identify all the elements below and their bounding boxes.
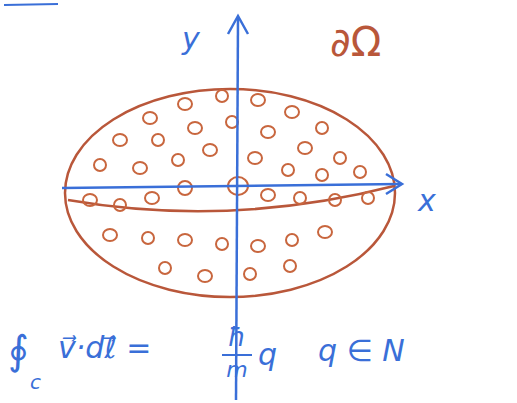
vortex xyxy=(248,152,262,164)
vortex xyxy=(103,229,117,241)
vortex xyxy=(286,234,298,246)
vortex xyxy=(316,169,328,181)
vortex xyxy=(178,181,192,195)
vortex xyxy=(318,226,332,238)
vortex xyxy=(251,240,265,252)
vortex xyxy=(198,270,212,282)
axis-label: x xyxy=(418,186,436,216)
vortex xyxy=(244,268,256,280)
header-stroke xyxy=(4,4,58,5)
integral-expression: v⃗·dℓ⃗ = xyxy=(58,333,151,363)
boundary-label: ∂Ω xyxy=(330,22,381,62)
vortex xyxy=(114,199,126,211)
fraction-bar xyxy=(222,354,252,356)
vortex xyxy=(133,162,147,174)
fraction-numerator: ħ xyxy=(228,324,246,350)
vortex xyxy=(172,154,184,166)
contour-name: c xyxy=(30,372,41,392)
vortex xyxy=(282,164,294,176)
vortex xyxy=(285,106,299,118)
vortex xyxy=(178,234,192,246)
vortex xyxy=(251,94,265,106)
vortex xyxy=(362,192,374,204)
fraction-denominator: m xyxy=(226,359,247,381)
vortex xyxy=(188,122,202,134)
vortex xyxy=(142,232,154,244)
vortex xyxy=(316,122,328,134)
vortex xyxy=(113,134,127,146)
vortex xyxy=(83,194,97,206)
vortex xyxy=(261,126,275,138)
vortex xyxy=(298,142,312,154)
vortex xyxy=(152,134,164,146)
vortex xyxy=(284,260,296,272)
vortex xyxy=(203,144,217,156)
vortex xyxy=(334,152,346,164)
vortex xyxy=(216,90,228,102)
quantum-condition: q ∈ N xyxy=(318,336,405,366)
vortex xyxy=(178,98,192,110)
quantum-number: q xyxy=(258,340,277,370)
vortex xyxy=(143,112,157,124)
vortex xyxy=(216,238,228,250)
vortex xyxy=(294,192,306,204)
axis-label: y xyxy=(182,24,200,54)
contour-integral: ∮ xyxy=(8,330,29,370)
region-omega xyxy=(65,89,395,297)
vortex xyxy=(354,166,366,178)
vortex xyxy=(94,159,106,171)
vortex xyxy=(159,262,171,274)
vortex xyxy=(329,194,341,206)
vortex xyxy=(145,192,159,204)
vortex xyxy=(261,189,275,201)
